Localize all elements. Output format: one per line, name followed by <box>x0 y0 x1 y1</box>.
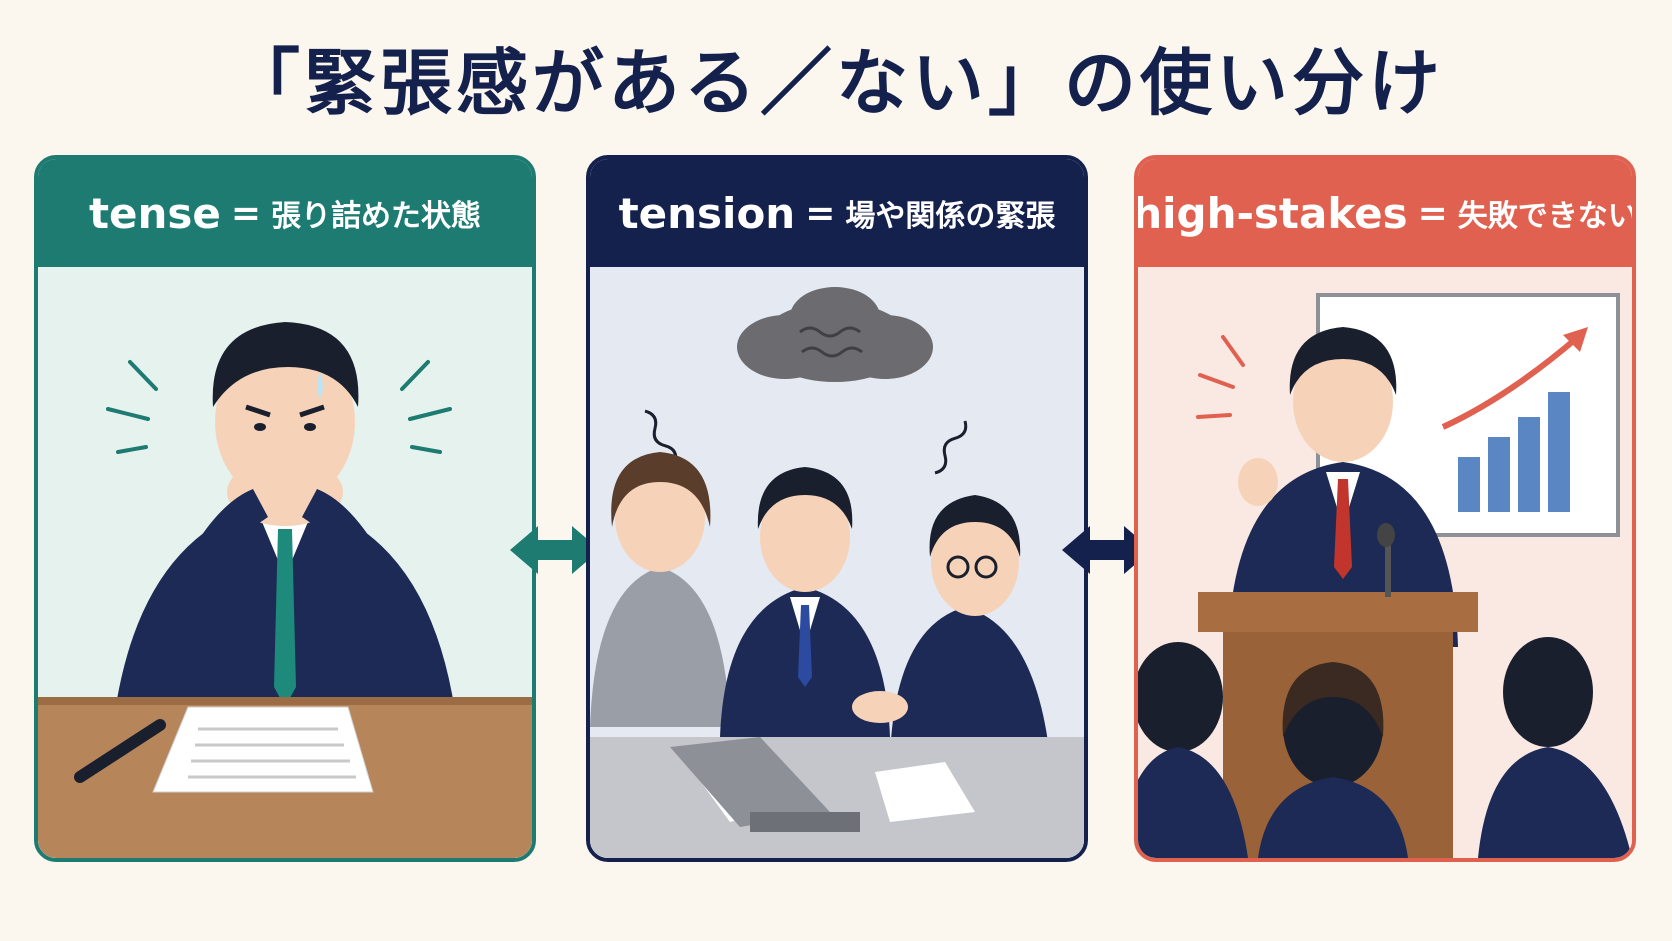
double-arrow-icon <box>1062 526 1152 574</box>
meaning-label: 場や関係の緊張 <box>845 199 1056 234</box>
panel-header: tense = 張り詰めた状態 <box>38 159 532 267</box>
panel-header: high-stakes = 失敗できない <box>1138 159 1632 267</box>
meaning-label: 張り詰めた状態 <box>271 199 482 234</box>
speaker-at-podium-icon <box>1138 267 1632 858</box>
term-label: tension <box>618 188 796 238</box>
tense-man-at-desk-icon <box>38 267 532 858</box>
meaning-label: 失敗できない <box>1457 199 1636 234</box>
panel-tense: tense = 張り詰めた状態 <box>34 155 536 862</box>
panel-high-stakes: high-stakes = 失敗できない <box>1134 155 1636 862</box>
page-title: 「緊張感がある／ない」の使い分け <box>227 41 1444 125</box>
term-label: tense <box>88 188 221 238</box>
tense-meeting-icon <box>590 267 1084 858</box>
panel-header: tension = 場や関係の緊張 <box>590 159 1084 267</box>
panel-tension: tension = 場や関係の緊張 <box>586 155 1088 862</box>
term-label: high-stakes <box>1134 188 1408 238</box>
equals-sign: = <box>1417 192 1448 234</box>
equals-sign: = <box>805 192 836 234</box>
equals-sign: = <box>230 192 262 234</box>
double-arrow-icon <box>510 526 600 574</box>
